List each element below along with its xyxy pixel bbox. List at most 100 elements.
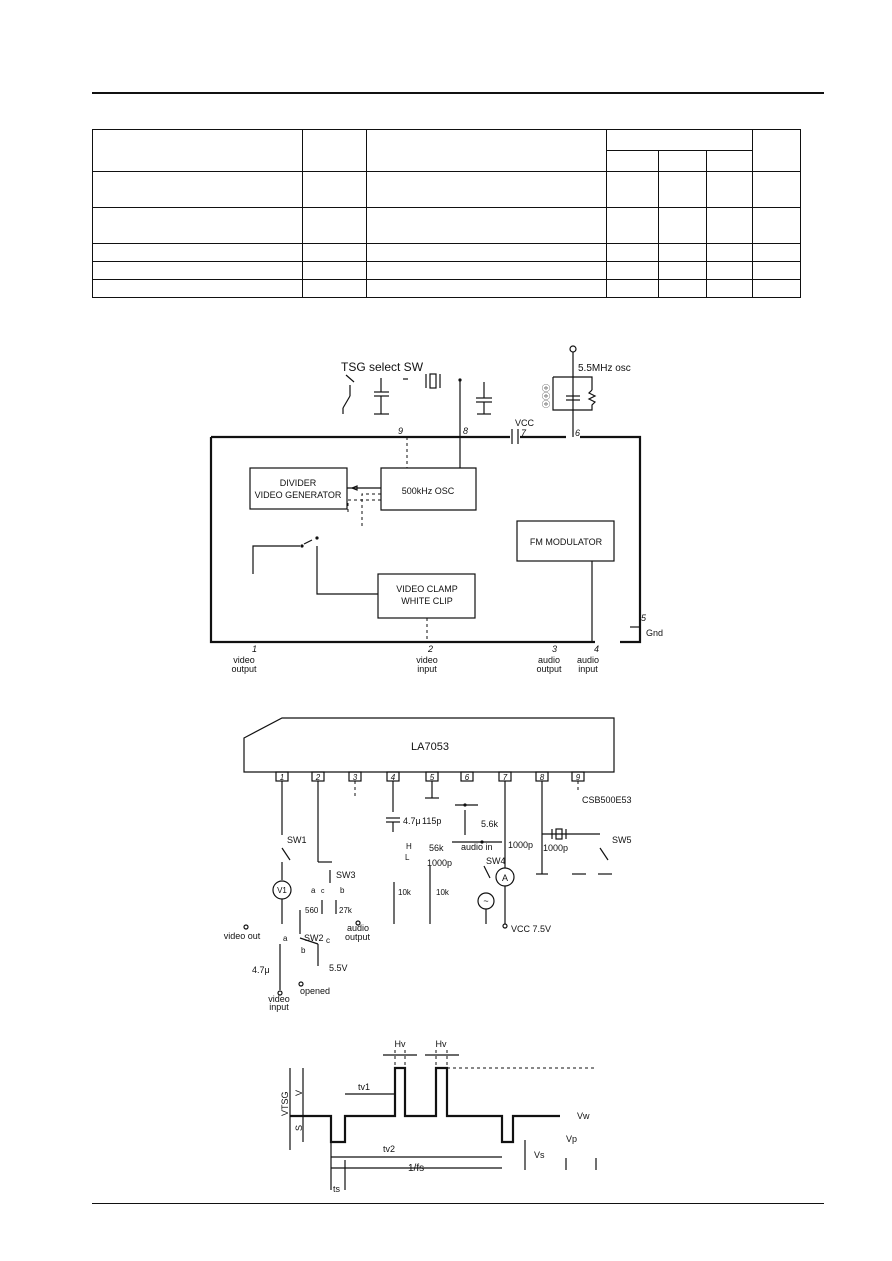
divider-label: VIDEO GENERATOR — [255, 490, 342, 500]
pin-label: 8 — [540, 773, 545, 782]
video-input-label: input — [269, 1002, 289, 1012]
ts-label: ts — [333, 1184, 341, 1194]
pin-label: 5 — [430, 773, 435, 782]
table-cell — [606, 279, 659, 298]
sw5-label: SW5 — [612, 835, 632, 845]
table-cell — [657, 171, 708, 208]
pin-label: 9 — [576, 773, 581, 782]
position-label: H — [406, 842, 412, 851]
tsg-waveform: Hv Hv tv1 VTSG V S Vw Vp Vs tv2 1/fs ts — [280, 1039, 597, 1194]
capacitor-label: 1000p — [543, 843, 568, 853]
osc-block — [380, 467, 477, 511]
terminal-icon — [355, 920, 361, 926]
ic-package — [243, 717, 615, 773]
pin-label: 5 — [641, 613, 647, 623]
pin-caption: video — [416, 655, 438, 665]
gnd-label: Gnd — [646, 628, 663, 638]
audio-output-label: audio — [347, 923, 369, 933]
osc-label: 5.5MHz osc — [578, 363, 631, 374]
table-cell — [301, 243, 368, 262]
switch-icon — [342, 395, 351, 409]
vtsg-label: VTSG — [280, 1091, 290, 1116]
pin-label: 9 — [398, 426, 403, 436]
switch-icon — [483, 865, 491, 879]
switch-icon — [299, 937, 319, 945]
s-label: S — [294, 1125, 304, 1131]
table-cell — [752, 171, 801, 208]
pin-caption: audio — [577, 655, 599, 665]
table-cell — [752, 129, 801, 172]
test-circuit: LA7053 1 2 3 4 5 6 7 8 9 CSB500E53 SW1 V… — [224, 717, 632, 1012]
crystal-icon — [555, 828, 563, 840]
resistor-label: 27k — [339, 906, 353, 915]
block-diagram: TSG select SW 5.5MHz osc ⓞⓞⓞ 9 8 VCC 7 6… — [209, 345, 663, 674]
pin-label: 2 — [315, 773, 321, 782]
table-cell — [606, 261, 659, 280]
table-cell — [657, 279, 708, 298]
crystal-label: CSB500E53 — [582, 795, 632, 805]
table-row — [92, 129, 801, 172]
sw1-label: SW1 — [287, 835, 307, 845]
table-cell — [606, 207, 659, 244]
resistor-label: 56k — [429, 843, 444, 853]
pin-label: 6 — [465, 773, 470, 782]
hv-label: Hv — [436, 1039, 447, 1049]
sw4-label: SW4 — [486, 856, 506, 866]
table-cell — [706, 261, 754, 280]
coil-icon: ⓞⓞⓞ — [542, 384, 551, 408]
table-cell — [706, 171, 754, 208]
table-row — [93, 150, 801, 172]
table-cell — [606, 129, 754, 151]
vs-label: Vs — [534, 1150, 545, 1160]
position-label: b — [340, 886, 345, 895]
sine-icon: ~ — [483, 896, 488, 906]
pin-caption: audio — [538, 655, 560, 665]
table-cell — [92, 261, 303, 280]
header-rule — [92, 92, 824, 94]
table-cell — [706, 150, 754, 172]
sw2-label: SW2 — [304, 933, 324, 943]
divider-label: DIVIDER — [280, 478, 317, 488]
fm-modulator-block — [516, 520, 615, 562]
clamp-label: VIDEO CLAMP — [396, 584, 458, 594]
table-cell — [706, 207, 754, 244]
table-cell — [366, 171, 608, 208]
fm-label: FM MODULATOR — [530, 537, 603, 547]
switch-icon — [303, 539, 313, 545]
tv1-label: tv1 — [358, 1082, 370, 1092]
table-cell — [606, 150, 659, 172]
table-cell — [301, 279, 368, 298]
terminal-icon — [502, 923, 508, 929]
vp-label: Vp — [566, 1134, 577, 1144]
table-row — [92, 243, 801, 262]
resistor-label: 10k — [436, 888, 450, 897]
table-cell — [752, 207, 801, 244]
terminal-icon — [243, 924, 249, 930]
table-cell — [657, 243, 708, 262]
resistor-label: 10k — [398, 888, 412, 897]
capacitor-label: 115p — [422, 816, 441, 826]
supply-terminal-icon — [569, 345, 577, 353]
table-cell — [606, 243, 659, 262]
pin-label: 2 — [427, 644, 433, 654]
footer-rule — [92, 1203, 824, 1204]
hv-label: Hv — [395, 1039, 406, 1049]
table-cell — [301, 207, 368, 244]
position-label: b — [301, 946, 306, 955]
pin-caption: output — [231, 664, 257, 674]
table-cell — [92, 279, 303, 298]
vcc-label: VCC 7.5V — [511, 924, 551, 934]
pin-label: 3 — [552, 644, 557, 654]
table-cell — [92, 243, 303, 262]
table-cell — [301, 171, 368, 208]
table-cell — [366, 279, 608, 298]
resistor-label: 5.6k — [481, 819, 499, 829]
pin-label: 4 — [594, 644, 599, 654]
table-cell — [366, 129, 608, 172]
capacitor-label: 1000p — [427, 858, 452, 868]
ic-name: LA7053 — [411, 741, 449, 753]
pin-caption: output — [536, 664, 562, 674]
pin-label: 7 — [503, 773, 508, 782]
table-cell — [752, 261, 801, 280]
pin-label: 7 — [521, 428, 527, 438]
